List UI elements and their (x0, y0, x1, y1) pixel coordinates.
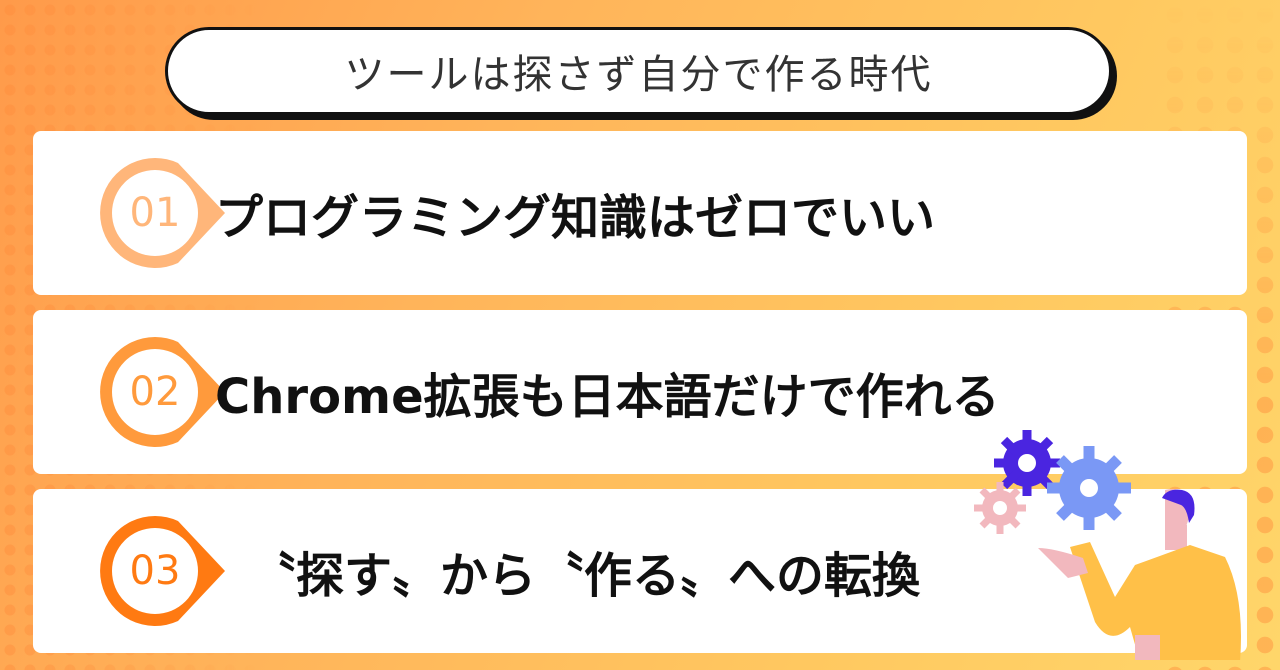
point-text: 〝探す〟から〝作る〟への転換 (248, 548, 921, 604)
point-number: 02 (129, 369, 181, 415)
number-marker-icon (100, 337, 225, 447)
point-number: 01 (129, 190, 181, 236)
point-card-3: 03 〝探す〟から〝作る〟への転換 (33, 489, 1247, 653)
point-number: 03 (129, 548, 181, 594)
point-text: Chrome拡張も日本語だけで作れる (215, 369, 1000, 425)
point-text: プログラミング知識はゼロでいい (215, 190, 936, 246)
gear-icon (1047, 446, 1131, 530)
person-with-gears-illustration (974, 430, 1241, 660)
number-marker-icon (100, 516, 225, 626)
gear-icon (974, 482, 1026, 534)
gear-icon (994, 430, 1060, 496)
number-marker-icon (100, 158, 225, 268)
page-title: ツールは探さず自分で作る時代 (165, 27, 1112, 115)
point-card-1: 01 プログラミング知識はゼロでいい (33, 131, 1247, 295)
